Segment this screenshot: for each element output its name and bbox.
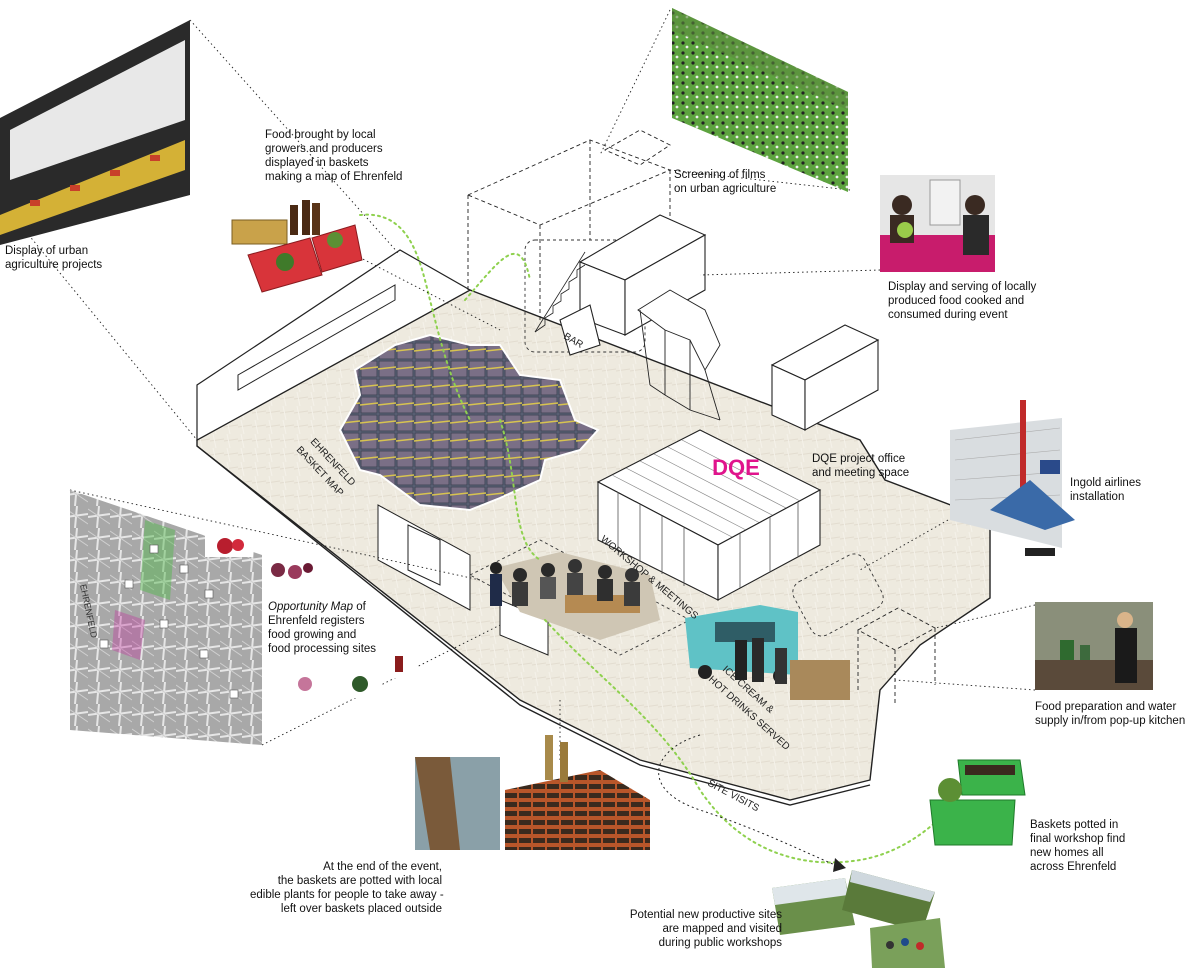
partition-walls [377, 504, 549, 656]
staircase [534, 251, 586, 333]
ingold-photo [950, 400, 1075, 556]
popup-kitchen-volume [857, 607, 936, 705]
opportunity-map [70, 490, 262, 745]
caption-food-prep: Food preparation and water supply in/fro… [1035, 701, 1186, 727]
workshop-photo [490, 552, 660, 640]
potential-sites-photos [772, 870, 945, 968]
food-sample-photos [205, 535, 418, 698]
film-screening-photo [672, 8, 848, 192]
potted-baskets-photo [415, 735, 650, 850]
dqe-office-box [596, 429, 822, 601]
floor-edge-thickness [196, 445, 871, 806]
serving-photo [880, 175, 995, 272]
caption-food-baskets: Food brought by local growers and produc… [265, 129, 403, 183]
caption-end-of-event: At the end of the event, the baskets are… [250, 861, 444, 915]
caption-display-serving: Display and serving of locally produced … [888, 281, 1037, 321]
caption-ingold: Ingold airlines installation [1070, 477, 1141, 503]
back-wall-left [196, 249, 472, 442]
caption-screening: Screening of films on urban agriculture [674, 169, 777, 195]
caption-dqe-office: DQE project office and meeting space [812, 453, 910, 479]
baskets-photo [231, 200, 363, 293]
caption-potential-sites: Potential new productive sites are mappe… [629, 909, 782, 949]
urban-agriculture-photo [0, 20, 190, 245]
kitchen-block [770, 324, 880, 431]
bar-zone-dashed [524, 239, 646, 353]
dqe-logo: DQE [712, 455, 760, 480]
caption-display-projects: Display of urban agriculture projects [5, 245, 103, 271]
site-visits-arrow [833, 858, 846, 872]
caption-opportunity-map: Opportunity Map of Ehrenfeld registers f… [268, 601, 377, 655]
caption-baskets-potted: Baskets potted in final workshop find ne… [1030, 819, 1126, 873]
green-dotted-paths [359, 213, 971, 864]
kitchen-zone-dashed [792, 553, 884, 637]
kitchen-photo [1035, 602, 1153, 690]
leader-lines [0, 9, 1036, 760]
opportunity-map-title: Opportunity Map [268, 601, 354, 613]
bar-structure [559, 214, 707, 356]
canopy-structure [637, 289, 721, 421]
ice-cream-van-photo [685, 605, 850, 700]
wall-window-left [237, 284, 396, 391]
green-baskets-photo [929, 759, 1026, 846]
basket-map-floor [338, 333, 600, 512]
